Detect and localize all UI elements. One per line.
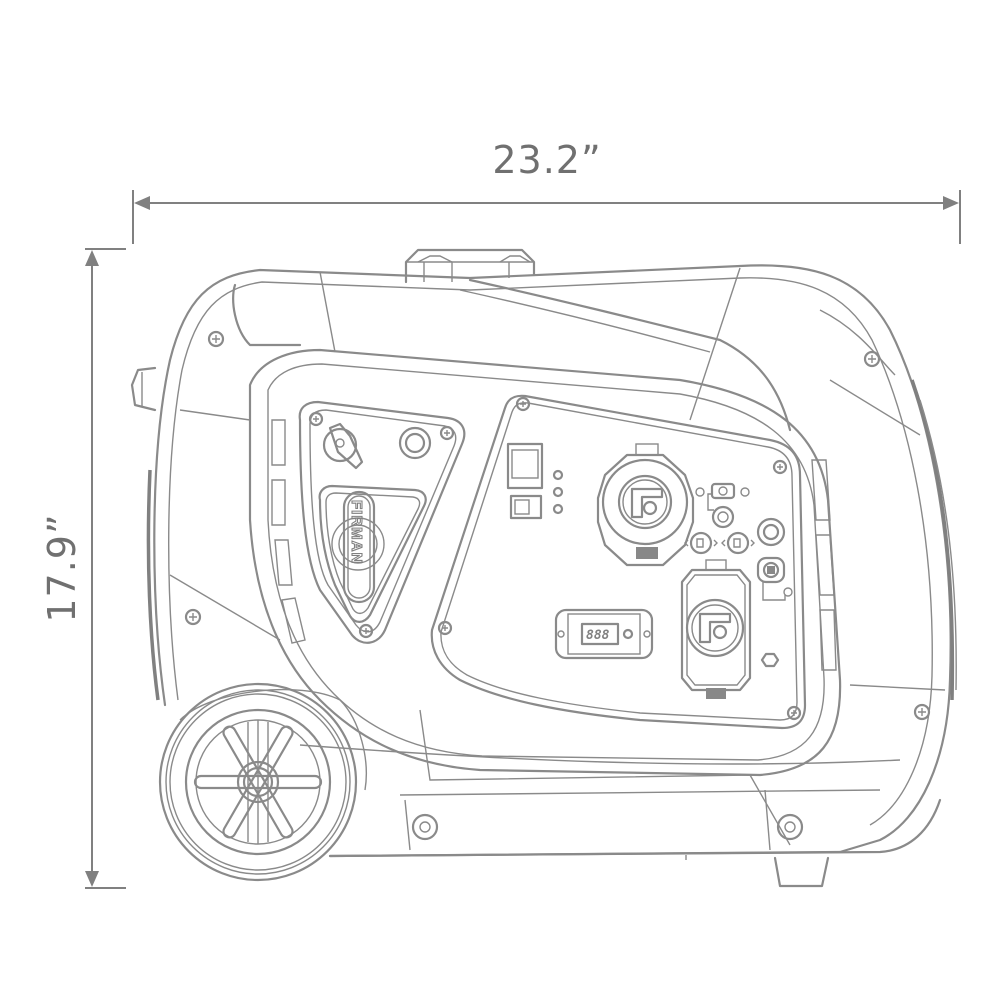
hex-nut	[760, 652, 780, 668]
width-dimension-line	[132, 190, 961, 244]
usb-ports[interactable]	[695, 482, 750, 529]
width-dimension-label: 23.2”	[492, 138, 602, 182]
screw	[786, 705, 802, 721]
parallel-ports[interactable]	[684, 531, 755, 555]
wheel-spokes	[193, 720, 323, 844]
panel-surround	[248, 348, 842, 777]
screw	[439, 425, 455, 441]
left-vents	[271, 419, 306, 644]
body-shell	[130, 264, 957, 858]
rocker-switch-large[interactable]	[506, 442, 544, 490]
control-panel: 888	[430, 394, 807, 730]
rear-foot	[773, 856, 830, 888]
digital-display: 888	[554, 608, 654, 660]
brand-badge-text: FIRMAN	[348, 500, 365, 564]
right-vents	[811, 459, 837, 671]
dc-outlet[interactable]	[756, 517, 786, 547]
rocker-switch-small[interactable]	[509, 494, 543, 520]
fuel-valve-knob[interactable]	[322, 422, 364, 470]
fuel-panel: FIRMAN	[298, 400, 466, 644]
wheel	[158, 682, 367, 882]
height-dimension-line	[85, 248, 126, 889]
base	[328, 789, 942, 888]
body-screw	[207, 330, 225, 348]
choke-knob[interactable]	[398, 426, 432, 460]
body-screw	[913, 703, 931, 721]
body-bolt	[776, 813, 804, 841]
shell-panels	[169, 267, 946, 846]
screw	[308, 411, 324, 427]
screw	[772, 459, 788, 475]
screw	[358, 623, 374, 639]
twist-lock-outlet-small[interactable]	[680, 559, 752, 699]
body-bolt	[411, 813, 439, 841]
top-handle	[404, 248, 536, 284]
body-screw	[863, 350, 881, 368]
twist-lock-outlet-large[interactable]	[596, 443, 695, 567]
brand-badge: FIRMAN	[331, 490, 385, 604]
ground-terminal[interactable]	[756, 556, 793, 601]
body-screw	[184, 608, 202, 626]
display-readout: 888	[586, 628, 610, 643]
screw	[515, 396, 531, 412]
screw	[437, 620, 453, 636]
indicator-lights	[552, 469, 564, 515]
